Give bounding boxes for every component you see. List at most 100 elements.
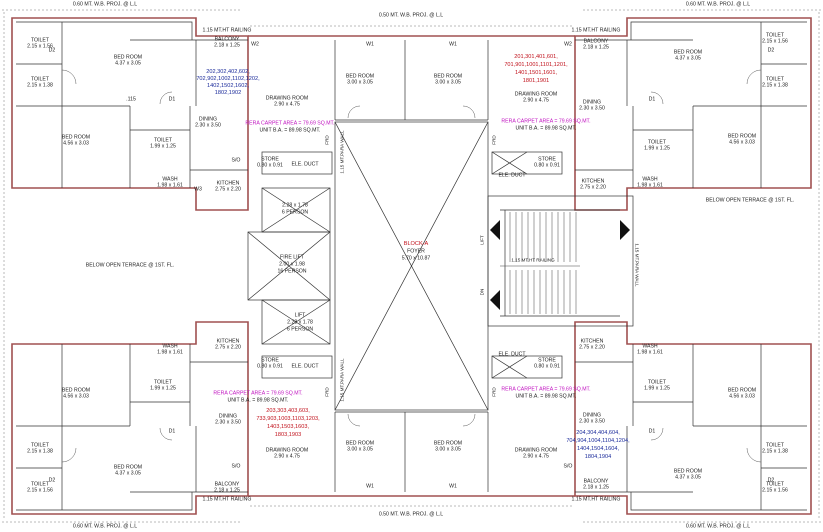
door-label: D1 xyxy=(648,428,656,435)
room-name: TOILET xyxy=(765,32,785,39)
flat-numbers: 733,903,1003,1103,1203, xyxy=(256,416,320,423)
rera-area: RERA CARPET AREA = 79.69 SQ.MT. xyxy=(501,386,591,393)
room-name: BED ROOM xyxy=(727,387,757,394)
room-size: 1.98 x 1.61 xyxy=(157,182,183,189)
lift-name: LIFT xyxy=(294,312,306,319)
room-size: 4.56 x 3.03 xyxy=(63,393,89,400)
room-name: DINING xyxy=(198,116,218,123)
foyer-name: FOYER xyxy=(407,248,425,255)
room-size: 2.30 x 3.50 xyxy=(215,419,241,426)
window-label: W1 xyxy=(449,41,457,48)
proj-label: 0.50 MT. W.B. PROJ. @ L.L xyxy=(378,12,444,19)
frd: FRD xyxy=(491,135,497,145)
room-size: 4.37 x 3.05 xyxy=(675,55,701,62)
room-size: 4.56 x 3.03 xyxy=(729,393,755,400)
room-size: 0.80 x 0.91 xyxy=(257,162,283,169)
room-size: 4.37 x 3.05 xyxy=(115,60,141,67)
room-size: 2.75 x 2.20 xyxy=(580,184,606,191)
room-name: BED ROOM xyxy=(61,134,91,141)
duct-label: ELE. DUCT xyxy=(498,172,526,179)
room-size: 2.15 x 1.56 xyxy=(27,487,53,494)
room-name: STORE xyxy=(538,357,556,364)
room-name: TOILET xyxy=(30,481,50,488)
flat-numbers: 1404,1504,1604, xyxy=(577,446,619,453)
dim-label: .115 xyxy=(126,96,136,103)
room-size: 1.98 x 1.61 xyxy=(157,349,183,356)
room-size: 3.00 x 3.05 xyxy=(435,79,461,86)
lift-person: 6 PERSON xyxy=(281,209,309,216)
room-name: TOILET xyxy=(30,442,50,449)
door-label: D1 xyxy=(648,96,656,103)
room-size: 4.37 x 3.05 xyxy=(675,474,701,481)
room-name: BED ROOM xyxy=(345,440,375,447)
fire-lift-person: 16 PERSON xyxy=(277,268,307,275)
room-name: BED ROOM xyxy=(113,54,143,61)
unit-ba: UNIT B.A. = 89.98 SQ.MT. xyxy=(227,397,289,404)
stair-railing: 1.15 MT.HT RAILING xyxy=(511,257,555,263)
room-size: 2.18 x 1.25 xyxy=(214,42,240,49)
flat-numbers: 1804,1904 xyxy=(584,454,612,461)
window-label: W1 xyxy=(449,483,457,490)
room-name: TOILET xyxy=(153,137,173,144)
room-name: TOILET xyxy=(153,379,173,386)
room-name: BED ROOM xyxy=(433,440,463,447)
room-name: TOILET xyxy=(765,481,785,488)
terrace-label: BELOW OPEN TERRACE @ 1ST. FL. xyxy=(85,262,175,269)
room-name: WASH xyxy=(162,343,178,350)
frd: FRD xyxy=(324,135,330,145)
room-size: 2.90 x 4.75 xyxy=(274,101,300,108)
proj-label: 0.50 MT. W.B. PROJ. @ L.L xyxy=(378,511,444,518)
room-size: 1.99 x 1.25 xyxy=(644,385,670,392)
door-label: D1 xyxy=(168,428,176,435)
flat-numbers: 1803,1903 xyxy=(274,432,302,439)
railing-label: 1.15 MT.HT RAILING xyxy=(571,27,621,34)
door-label: D2 xyxy=(48,477,56,484)
window-label: W2 xyxy=(251,41,259,48)
room-size: 2.15 x 1.38 xyxy=(27,448,53,455)
rera-area: RERA CARPET AREA = 79.69 SQ.MT. xyxy=(501,118,591,125)
room-size: 2.18 x 1.25 xyxy=(583,484,609,491)
room-size: 2.30 x 3.50 xyxy=(579,418,605,425)
flat-numbers: 1402,1502,1602, xyxy=(207,83,249,90)
so-label: S/O xyxy=(563,463,573,470)
room-size: 2.90 x 4.75 xyxy=(523,97,549,104)
proj-label: 0.60 MT. W.B. PROJ. @ L.L xyxy=(72,523,138,530)
window-label: W2 xyxy=(564,41,572,48)
room-name: KITCHEN xyxy=(216,338,240,345)
door-label: D2 xyxy=(48,47,56,54)
flat-numbers: 202,302,402,602, xyxy=(206,69,250,76)
room-name: STORE xyxy=(261,357,279,364)
room-name: KITCHEN xyxy=(581,178,605,185)
room-size: 2.15 x 1.38 xyxy=(762,82,788,89)
flat-numbers: 701,901,1001,1101,1201, xyxy=(504,62,568,69)
room-size: 4.56 x 3.03 xyxy=(63,140,89,147)
railing-label: 1.15 MT.HT RAILING xyxy=(202,496,252,503)
room-name: BALCONY xyxy=(214,36,240,43)
railing-label: 1.15 MT.HT RAILING xyxy=(571,496,621,503)
rera-area: RERA CARPET AREA = 79.69 SQ.MT. xyxy=(245,120,335,127)
block-name: BLOCK-A xyxy=(403,241,429,248)
window-label: W1 xyxy=(366,41,374,48)
unit-ba: UNIT B.A. = 89.98 SQ.MT. xyxy=(259,127,321,134)
lift-size: 2.28 x 1.78 xyxy=(282,202,308,209)
room-size: 4.37 x 3.05 xyxy=(115,470,141,477)
room-size: 1.98 x 1.61 xyxy=(637,349,663,356)
lift-size: 2.28 x 1.78 xyxy=(287,319,313,326)
room-name: BED ROOM xyxy=(673,468,703,475)
room-size: 2.75 x 2.20 xyxy=(215,186,241,193)
room-size: 0.80 x 0.91 xyxy=(534,363,560,370)
para-wall: 1.15 MT.PARA WALL xyxy=(339,130,345,174)
fire-lift-size: 2.00 x 1.98 xyxy=(279,261,305,268)
room-size: 2.75 x 2.20 xyxy=(215,344,241,351)
flat-numbers: 204,304,404,604, xyxy=(576,430,620,437)
so-label: S/O xyxy=(231,157,241,164)
room-name: BED ROOM xyxy=(727,133,757,140)
room-size: 2.18 x 1.25 xyxy=(583,44,609,51)
room-size: 2.18 x 1.25 xyxy=(214,487,240,494)
unit-ba: UNIT B.A. = 89.98 SQ.MT. xyxy=(515,393,577,400)
room-size: 1.99 x 1.25 xyxy=(644,145,670,152)
room-name: KITCHEN xyxy=(580,338,604,345)
railing-label: 1.15 MT.HT RAILING xyxy=(202,27,252,34)
